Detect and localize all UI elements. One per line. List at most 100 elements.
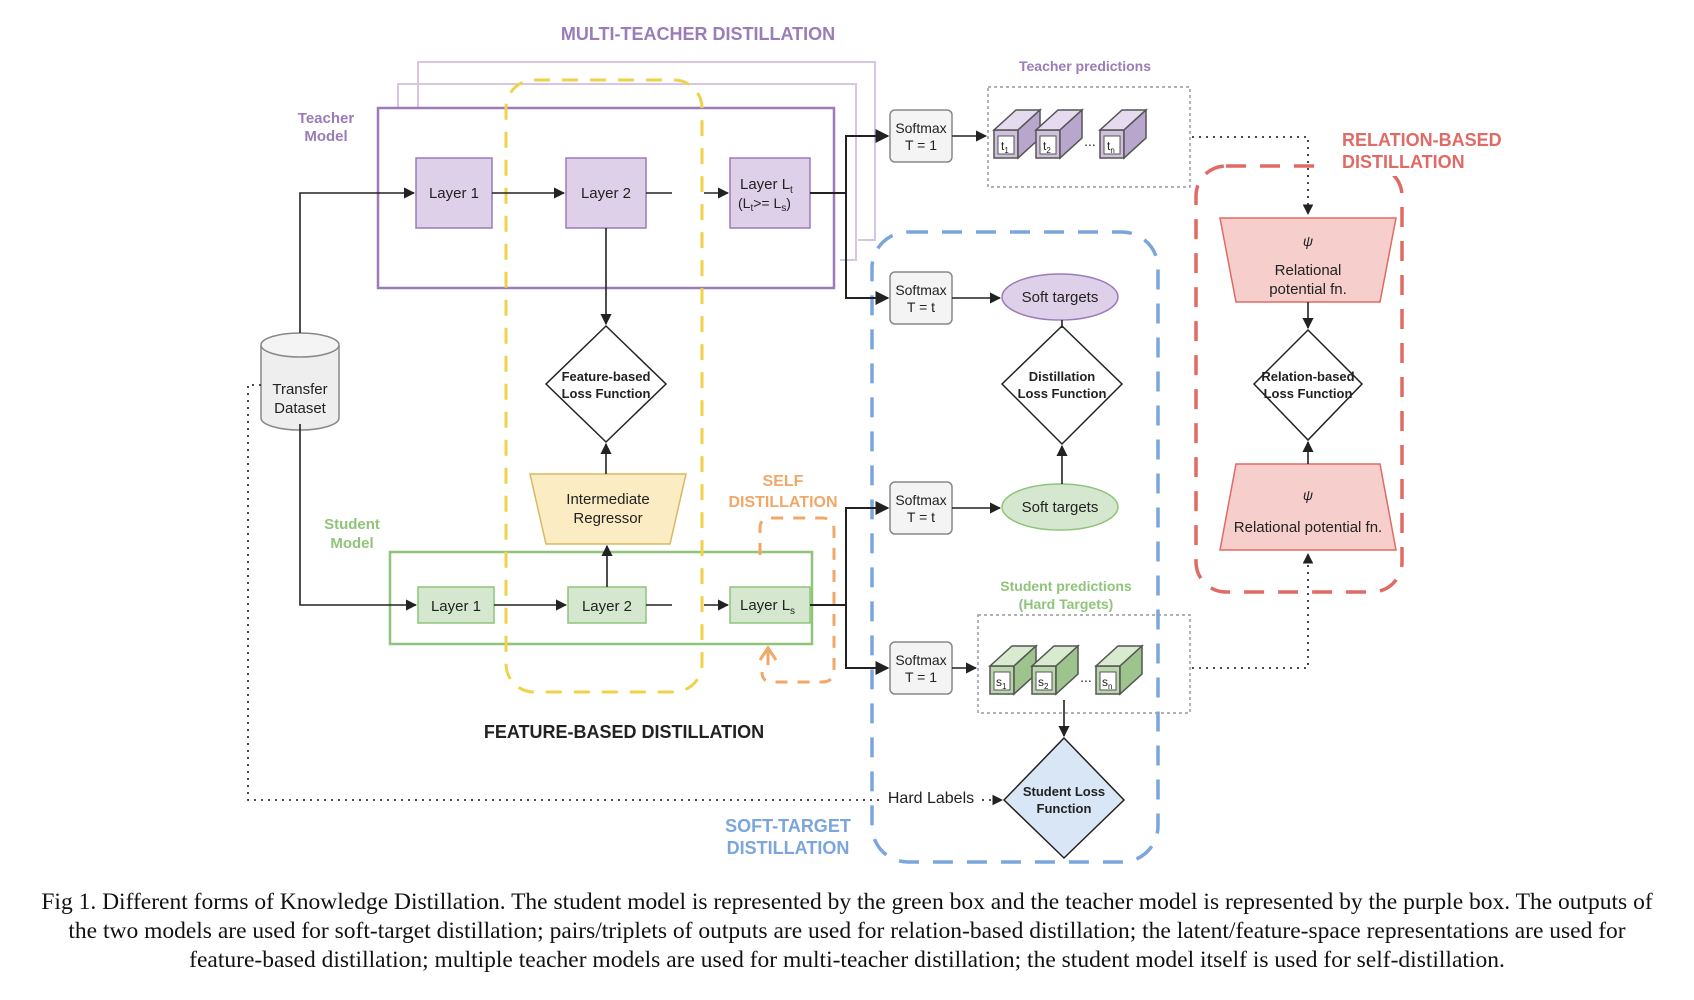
teacher-layer-lt-condition: (Lt>= Ls) — [738, 195, 791, 214]
multi-teacher-title: MULTI-TEACHER DISTILLATION — [561, 24, 835, 44]
soft-targets-teacher-label: Soft targets — [1022, 289, 1099, 306]
student-prediction-cubes — [988, 644, 1144, 696]
relational-top-label-2: potential fn. — [1269, 281, 1347, 298]
student-loss-label-1: Student Loss — [1023, 784, 1105, 799]
teacher-layer-lt-label: Layer Lt — [740, 176, 793, 196]
teacher-layer-lt — [729, 157, 811, 229]
feature-loss-label-1: Feature-based — [562, 369, 651, 384]
relational-potential-top — [1219, 217, 1397, 303]
student-layer-ls-label: Layer Ls — [740, 597, 795, 617]
regressor-label-2: Regressor — [573, 510, 642, 527]
dataset-label-2: Dataset — [274, 400, 327, 417]
student-layer-1-label: Layer 1 — [431, 598, 481, 615]
svg-text:T = 1: T = 1 — [905, 137, 937, 153]
svg-text:Softmax: Softmax — [895, 652, 946, 668]
teacher-layer-1-label: Layer 1 — [429, 185, 479, 202]
relation-loss-diamond — [1252, 328, 1364, 442]
hard-labels-label: Hard Labels — [888, 790, 974, 807]
self-distillation-arrow — [758, 645, 778, 665]
student-cube-labels: s1 s2 sn ... — [993, 669, 1117, 691]
distillation-loss-label-2: Loss Function — [1018, 386, 1107, 401]
feature-based-region — [504, 78, 704, 694]
softmax-student-tt: Softmax T = t — [889, 481, 953, 535]
svg-text:Softmax: Softmax — [895, 492, 946, 508]
feature-loss-label-2: Loss Function — [562, 386, 651, 401]
distillation-loss-label-1: Distillation — [1029, 369, 1096, 384]
teacher-predictions-box — [987, 86, 1191, 188]
student-model-box — [388, 550, 814, 646]
teacher-prediction-cubes — [992, 108, 1148, 160]
svg-text:t1: t1 — [1001, 139, 1009, 155]
student-layer-2-label: Layer 2 — [582, 598, 632, 615]
svg-text:T = 1: T = 1 — [905, 669, 937, 685]
student-layer-1 — [417, 586, 495, 624]
student-cubes-to-relation — [1192, 552, 1314, 669]
relation-loss-label-1: Relation-based — [1261, 369, 1354, 384]
relation-based-title-2: DISTILLATION — [1342, 152, 1465, 172]
teacher-cube-dots: ... — [1084, 133, 1096, 149]
softmax-teacher-t1: Softmax T = 1 — [889, 109, 953, 163]
teacher-cubes-to-relation — [1192, 136, 1314, 216]
self-distillation-region — [758, 516, 836, 684]
dataset-label-1: Transfer — [272, 381, 327, 398]
soft-targets-student-label: Soft targets — [1022, 499, 1099, 516]
soft-targets-teacher — [1001, 273, 1119, 321]
multi-teacher-outlines — [397, 61, 876, 261]
transfer-dataset-icon: Transfer Dataset — [260, 332, 340, 431]
relation-label-mask — [1318, 126, 1518, 176]
intermediate-regressor — [529, 473, 687, 545]
dataset-to-hard-labels — [247, 384, 880, 801]
svg-text:T = t: T = t — [907, 509, 935, 525]
svg-text:tn: tn — [1107, 139, 1115, 155]
student-layer-ls — [729, 586, 811, 624]
soft-target-title-1: SOFT-TARGET — [725, 816, 851, 836]
relational-potential-bottom — [1219, 463, 1397, 551]
teacher-cube-labels: t1 t2 tn ... — [997, 133, 1121, 155]
student-cube-dots: ... — [1080, 669, 1092, 685]
student-predictions-title-1: Student predictions — [1000, 578, 1132, 594]
svg-text:T = t: T = t — [907, 299, 935, 315]
student-predictions-title-2: (Hard Targets) — [1019, 596, 1114, 612]
softmax-student-t1: Softmax T = 1 — [889, 641, 953, 695]
feature-loss-diamond — [544, 324, 668, 444]
regressor-label-1: Intermediate — [566, 491, 649, 508]
dotted-connectors — [247, 136, 1314, 806]
connectors — [299, 129, 1314, 738]
distillation-loss-diamond — [1000, 324, 1124, 446]
relational-bottom-psi: ψ — [1303, 487, 1313, 503]
knowledge-distillation-diagram: MULTI-TEACHER DISTILLATION Teacher predi… — [247, 24, 1518, 864]
relation-based-title-1: RELATION-BASED — [1342, 130, 1502, 150]
teacher-model-label-2: Model — [304, 128, 347, 145]
relation-based-region — [1194, 164, 1404, 594]
student-model-label-1: Student — [324, 516, 380, 533]
teacher-layer-2-label: Layer 2 — [581, 185, 631, 202]
relation-loss-label-2: Loss Function — [1264, 386, 1353, 401]
svg-text:sn: sn — [1102, 675, 1112, 691]
relational-top-label-1: Relational — [1275, 262, 1342, 279]
relational-bottom-label: Relational potential fn. — [1234, 519, 1382, 536]
feature-based-title: FEATURE-BASED DISTILLATION — [484, 722, 764, 742]
student-predictions-box — [977, 614, 1191, 714]
soft-targets-student — [1001, 483, 1119, 531]
svg-text:s1: s1 — [996, 675, 1007, 691]
svg-text:Softmax: Softmax — [895, 282, 946, 298]
figure-caption: Fig 1. Different forms of Knowledge Dist… — [41, 889, 1653, 973]
dataset-to-teacher-arrow — [299, 187, 416, 333]
self-distillation-title-1: SELF — [763, 473, 804, 490]
teacher-predictions-title: Teacher predictions — [1019, 58, 1151, 74]
relational-top-psi: ψ — [1303, 233, 1313, 249]
student-model-label-2: Model — [330, 535, 373, 552]
teacher-model-label-1: Teacher — [298, 110, 355, 127]
soft-target-title-2: DISTILLATION — [727, 838, 850, 858]
self-distillation-title-2: DISTILLATION — [728, 494, 837, 511]
dataset-to-student-arrow — [299, 424, 418, 611]
teacher-layer-2 — [565, 157, 647, 229]
softmax-teacher-tt: Softmax T = t — [889, 271, 953, 325]
student-loss-label-2: Function — [1037, 801, 1092, 816]
svg-text:t2: t2 — [1043, 139, 1051, 155]
svg-text:s2: s2 — [1038, 675, 1049, 691]
svg-text:Softmax: Softmax — [895, 120, 946, 136]
student-layer-2 — [567, 586, 647, 624]
soft-target-region — [870, 230, 1160, 864]
student-loss-diamond — [1002, 736, 1126, 860]
